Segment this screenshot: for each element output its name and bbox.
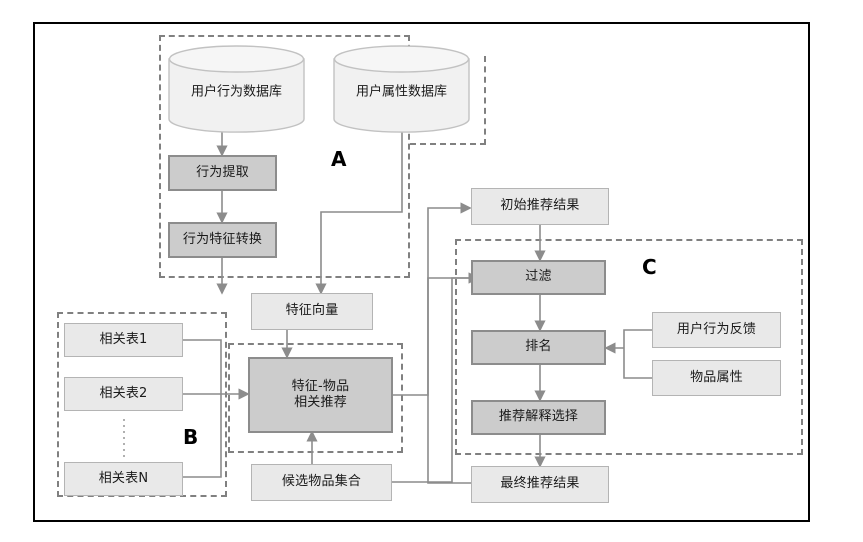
node-feature-item-recommend-line1: 特征-物品 xyxy=(291,378,350,394)
node-user-behavior-feedback[interactable]: 用户行为反馈 xyxy=(652,312,781,348)
db-user-behavior: 用户行为数据库 xyxy=(168,45,305,133)
group-b-box xyxy=(57,312,227,497)
node-final-recommend-result[interactable]: 最终推荐结果 xyxy=(471,466,609,503)
database-cylinder-icon xyxy=(168,45,305,133)
node-behavior-feature-transform[interactable]: 行为特征转换 xyxy=(168,222,277,258)
node-item-attribute[interactable]: 物品属性 xyxy=(652,360,781,396)
db-user-attribute-label: 用户属性数据库 xyxy=(355,84,447,100)
node-behavior-extract[interactable]: 行为提取 xyxy=(168,155,277,191)
db-user-behavior-label: 用户行为数据库 xyxy=(190,84,282,100)
relation-table-ellipsis-icon xyxy=(122,419,125,457)
group-a-box xyxy=(159,35,410,278)
node-relation-table-2[interactable]: 相关表2 xyxy=(64,377,183,411)
node-ranking[interactable]: 排名 xyxy=(471,330,606,365)
node-initial-recommend-result[interactable]: 初始推荐结果 xyxy=(471,188,609,225)
database-cylinder-icon xyxy=(333,45,470,133)
node-relation-table-n[interactable]: 相关表N xyxy=(64,462,183,496)
node-recommend-explain-select[interactable]: 推荐解释选择 xyxy=(471,400,606,435)
node-filter[interactable]: 过滤 xyxy=(471,260,606,295)
group-c-label: C xyxy=(642,255,657,279)
group-db-attribute-box xyxy=(410,56,486,145)
node-feature-item-recommend[interactable]: 特征-物品 相关推荐 xyxy=(248,357,393,433)
group-b-label: B xyxy=(183,425,199,449)
group-a-label: A xyxy=(331,147,347,171)
node-candidate-item-set[interactable]: 候选物品集合 xyxy=(251,464,392,501)
db-user-attribute: 用户属性数据库 xyxy=(333,45,470,133)
node-feature-vector[interactable]: 特征向量 xyxy=(251,293,373,330)
node-relation-table-1[interactable]: 相关表1 xyxy=(64,323,183,357)
node-feature-item-recommend-line2: 相关推荐 xyxy=(294,395,347,410)
